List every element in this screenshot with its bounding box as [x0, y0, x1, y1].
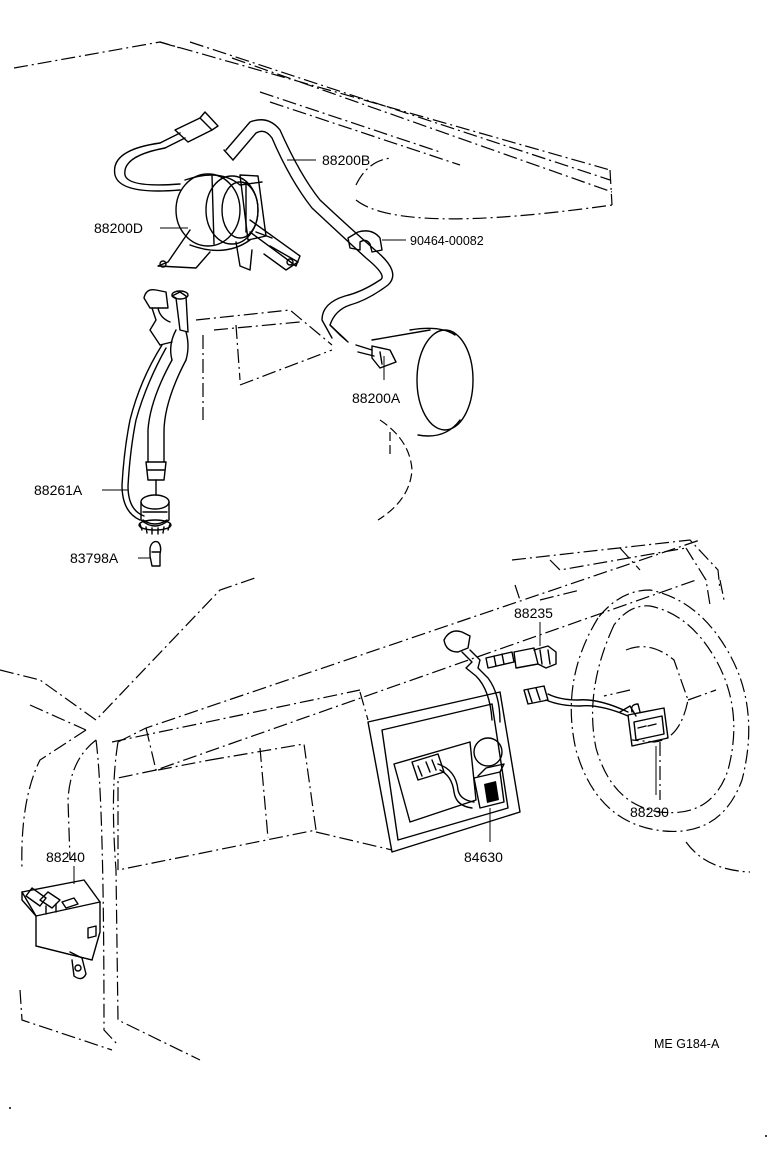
- scan-specks: [9, 1107, 767, 1137]
- label-90464-00082: 90464-00082: [410, 234, 484, 248]
- cruise-computer-88240: [21, 879, 101, 980]
- diagram-code: ME G184-A: [654, 1037, 720, 1051]
- vacuum-hose-assembly: [121, 288, 189, 535]
- stop-switch-88235: [443, 630, 557, 723]
- label-88200B: 88200B: [322, 152, 370, 168]
- label-88235: 88235: [514, 605, 553, 621]
- label-88200D: 88200D: [94, 220, 143, 236]
- leader-lines: [73, 159, 657, 884]
- label-88230: 88230: [630, 804, 669, 820]
- cable-end-88200A: [355, 344, 397, 369]
- label-88261A: 88261A: [34, 482, 83, 498]
- part-labels: 88200B 88200D 90464-00082 88200A 88261A …: [34, 152, 720, 1051]
- vehicle-body-outline-upper: [13, 41, 613, 220]
- label-88200A: 88200A: [352, 390, 401, 406]
- console-switch-84630: [411, 753, 505, 809]
- bulb-83798A: [149, 540, 162, 567]
- label-88240: 88240: [46, 849, 85, 865]
- steering-column-cover: [371, 327, 474, 437]
- steering-wheel: [570, 579, 751, 873]
- cruise-actuator: [113, 111, 301, 271]
- label-84630: 84630: [464, 849, 503, 865]
- label-83798A: 83798A: [70, 550, 119, 566]
- accelerator-cable: [223, 119, 394, 343]
- dashboard-upper-outline: [195, 309, 413, 521]
- cruise-switch-88230: [523, 685, 669, 747]
- cable-clip: [347, 230, 383, 253]
- vehicle-body-outline-lower: [0, 577, 256, 1061]
- dashboard-lower: [111, 539, 721, 871]
